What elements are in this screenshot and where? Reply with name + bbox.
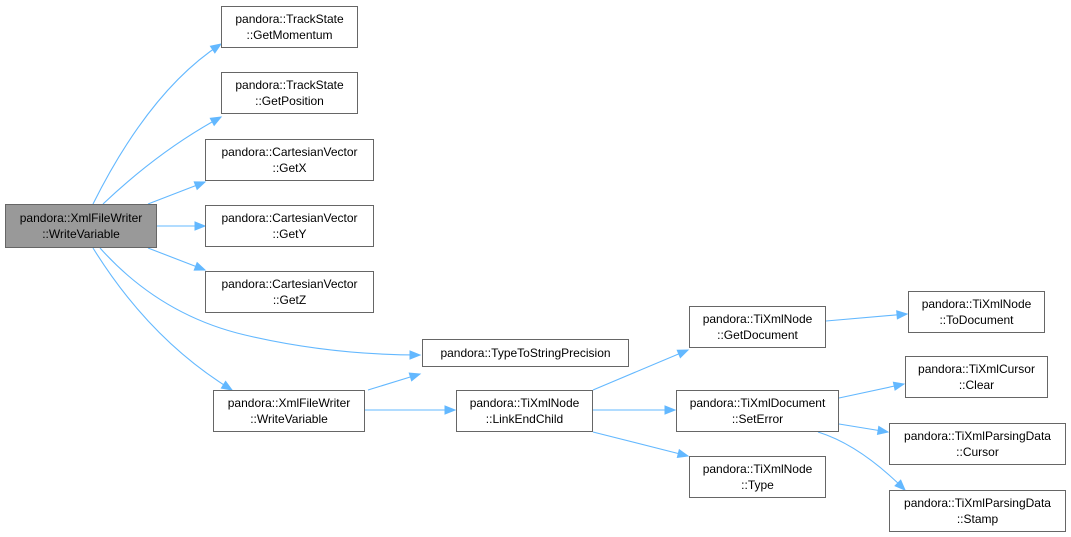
- node-label-line1: pandora::TiXmlParsingData: [904, 496, 1051, 510]
- node-tixmlcursor-clear[interactable]: pandora::TiXmlCursor ::Clear: [905, 356, 1048, 398]
- node-cartesianvector-gety[interactable]: pandora::CartesianVector ::GetY: [205, 205, 374, 247]
- node-typetostringprecision[interactable]: pandora::TypeToStringPrecision: [422, 339, 629, 367]
- node-xmlfilewriter-writevariable[interactable]: pandora::XmlFileWriter ::WriteVariable: [213, 390, 365, 432]
- node-label-line2: ::GetPosition: [255, 94, 324, 108]
- node-label-line2: ::WriteVariable: [250, 412, 328, 426]
- node-label-line1: pandora::TiXmlNode: [702, 462, 813, 476]
- node-cartesianvector-getz[interactable]: pandora::CartesianVector ::GetZ: [205, 271, 374, 313]
- edge-root-to-gm: [92, 43, 222, 205]
- node-root-line2: ::WriteVariable: [42, 227, 120, 241]
- node-label-line1: pandora::TrackState: [235, 78, 344, 92]
- node-label-line1: pandora::TrackState: [235, 12, 344, 26]
- node-label-line1: pandora::TiXmlCursor: [918, 362, 1035, 376]
- edge-lec-to-gd: [592, 349, 689, 391]
- node-label-line1: pandora::XmlFileWriter: [227, 396, 351, 410]
- arrowhead-lec-to-ty: [676, 448, 690, 459]
- arrowhead-root-to-gp: [209, 116, 223, 127]
- edge-lec-to-ty: [592, 431, 689, 457]
- node-tixmlnode-getdocument[interactable]: pandora::TiXmlNode ::GetDocument: [689, 306, 826, 348]
- node-label-line1: pandora::TiXmlDocument: [689, 396, 826, 410]
- node-root-line1: pandora::XmlFileWriter: [19, 211, 143, 225]
- node-label-line1: pandora::TypeToStringPrecision: [440, 346, 611, 360]
- node-tixmlnode-linkendchild[interactable]: pandora::TiXmlNode ::LinkEndChild: [456, 390, 593, 432]
- edge-se-to-st: [817, 431, 906, 491]
- arrowhead-gd-to-td: [896, 310, 909, 320]
- node-label-line2: ::GetX: [272, 161, 307, 175]
- node-label-line1: pandora::TiXmlNode: [469, 396, 580, 410]
- arrowhead-root-to-gy: [194, 221, 207, 231]
- arrowhead-se-to-st: [894, 479, 906, 491]
- node-label-line2: ::GetMomentum: [246, 28, 333, 42]
- arrowhead-lec-to-se: [664, 405, 677, 415]
- node-tixmlnode-todocument[interactable]: pandora::TiXmlNode ::ToDocument: [908, 291, 1045, 333]
- edge-root-to-gp: [102, 116, 222, 205]
- arrowhead-wv2-to-lec: [444, 405, 457, 415]
- edge-se-to-cl: [838, 383, 905, 399]
- node-tixmldocument-seterror[interactable]: pandora::TiXmlDocument ::SetError: [676, 390, 839, 432]
- node-label-line2: ::Type: [741, 478, 774, 492]
- node-label-line2: ::GetY: [272, 227, 307, 241]
- node-label-line2: ::GetDocument: [717, 328, 798, 342]
- edge-root-to-wv2: [92, 247, 233, 391]
- node-label-line2: ::ToDocument: [939, 313, 1014, 327]
- arrowhead-root-to-gm: [209, 43, 223, 54]
- node-label-line1: pandora::TiXmlParsingData: [904, 429, 1051, 443]
- node-tixmlparsingdata-stamp[interactable]: pandora::TiXmlParsingData ::Stamp: [889, 490, 1066, 532]
- arrowhead-root-to-gx: [193, 181, 207, 191]
- arrowhead-root-to-tts: [409, 350, 422, 360]
- node-label-line2: ::SetError: [731, 412, 784, 426]
- node-label-line2: ::Cursor: [956, 445, 999, 459]
- arrowhead-lec-to-gd: [676, 349, 690, 359]
- node-tixmlnode-type[interactable]: pandora::TiXmlNode ::Type: [689, 456, 826, 498]
- arrowhead-root-to-wv2: [220, 380, 234, 391]
- node-label-line1: pandora::TiXmlNode: [702, 312, 813, 326]
- node-trackstate-getposition[interactable]: pandora::TrackState ::GetPosition: [221, 72, 358, 114]
- node-label-line1: pandora::TiXmlNode: [921, 297, 1032, 311]
- node-label-line1: pandora::CartesianVector: [221, 211, 358, 225]
- arrowhead-se-to-cu: [876, 425, 890, 435]
- node-root: pandora::XmlFileWriter ::WriteVariable: [5, 204, 157, 248]
- node-label-line1: pandora::CartesianVector: [221, 145, 358, 159]
- node-label-line2: ::LinkEndChild: [485, 412, 564, 426]
- node-label-line1: pandora::CartesianVector: [221, 277, 358, 291]
- edge-gd-to-td: [825, 313, 908, 322]
- arrowhead-root-to-gz: [193, 261, 207, 271]
- node-cartesianvector-getx[interactable]: pandora::CartesianVector ::GetX: [205, 139, 374, 181]
- node-trackstate-getmomentum[interactable]: pandora::TrackState ::GetMomentum: [221, 6, 358, 48]
- node-label-line2: ::Stamp: [956, 512, 999, 526]
- node-tixmlparsingdata-cursor[interactable]: pandora::TiXmlParsingData ::Cursor: [889, 423, 1066, 465]
- node-label-line2: ::GetZ: [272, 293, 307, 307]
- arrowhead-wv2-to-tts: [408, 372, 422, 382]
- node-label-line2: ::Clear: [958, 378, 995, 392]
- arrowhead-se-to-cl: [892, 381, 906, 391]
- edge-root-to-tts: [99, 247, 421, 356]
